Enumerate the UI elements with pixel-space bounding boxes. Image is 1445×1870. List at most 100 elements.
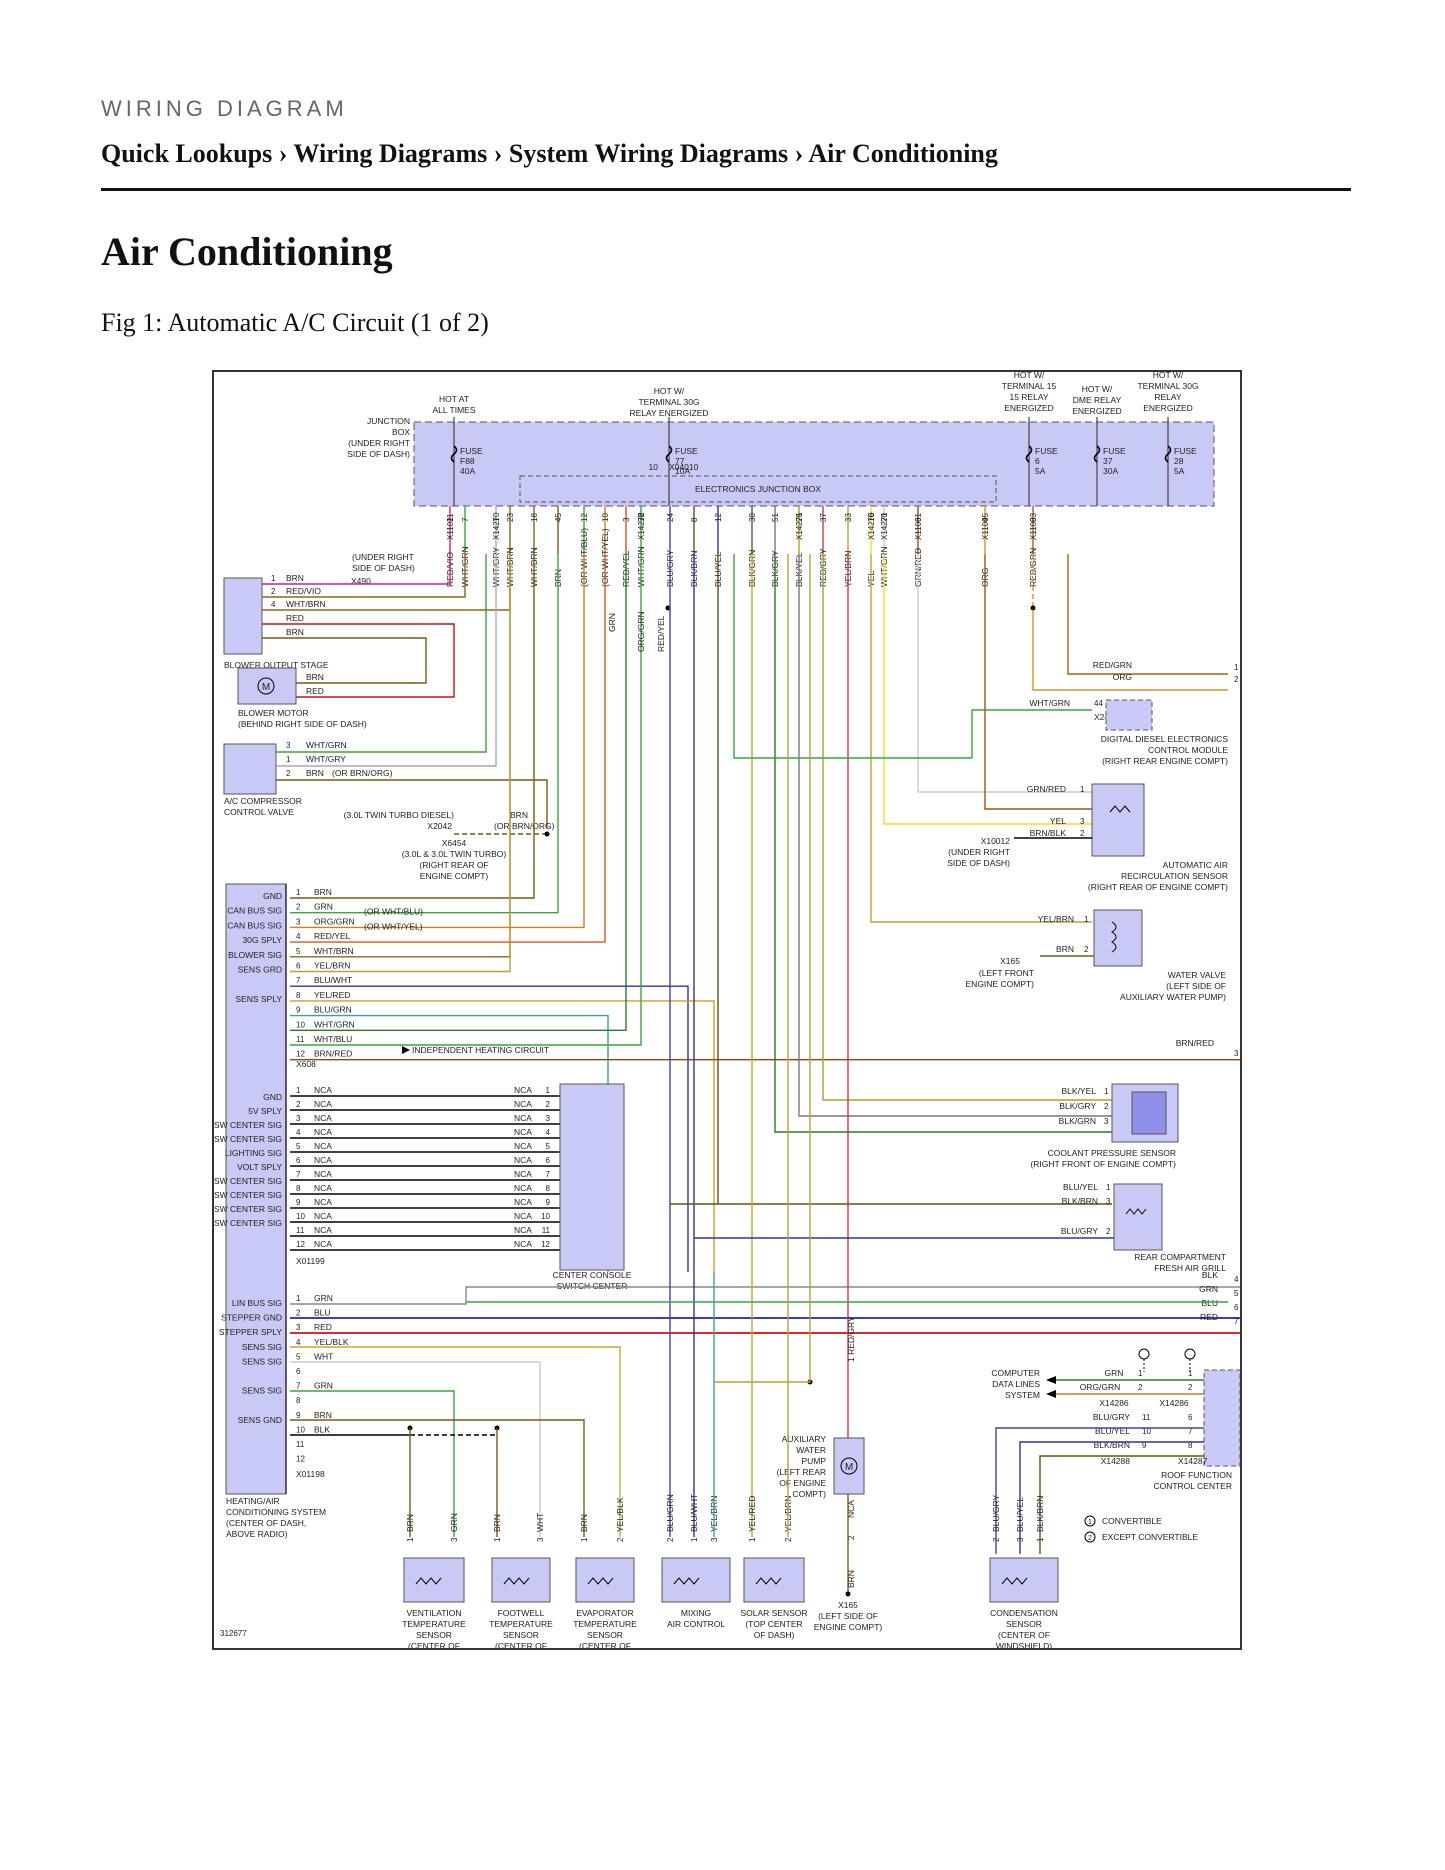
wire-color-label: BRN/BLK	[1030, 828, 1067, 838]
wire	[917, 554, 1092, 793]
pin-number: 12	[296, 1455, 305, 1464]
pin-number: 5	[296, 1352, 301, 1361]
roof-function-control-center-box	[1203, 1369, 1241, 1467]
component-label: DATA LINES	[992, 1379, 1040, 1389]
module-pin-function: STEPPER GND	[221, 1313, 282, 1323]
pin-number: 1	[1084, 915, 1089, 924]
wire-color-label: BRN	[314, 887, 332, 897]
connector-label: X04010	[669, 462, 699, 472]
module-pin-function: SW CENTER SIG	[214, 1218, 282, 1228]
pin-number: 2	[992, 1537, 1001, 1542]
wire-color-label: BLU/YEL	[1095, 1426, 1130, 1436]
component-label: SWITCH CENTER	[557, 1281, 628, 1291]
wire-color-label: RED/GRN	[1093, 660, 1132, 670]
component-label: REAR COMPARTMENT	[1134, 1252, 1226, 1262]
wire-color-label: BRN/RED	[1176, 1038, 1214, 1048]
module-pin-function: SW CENTER SIG	[214, 1134, 282, 1144]
motor-symbol	[257, 677, 275, 695]
connector-note: ENGINE COMPT)	[814, 1622, 883, 1632]
junction-box-label: SIDE OF DASH)	[347, 449, 410, 459]
wire	[984, 554, 1092, 810]
arrow-icon	[402, 1046, 410, 1054]
wire	[290, 1000, 715, 1272]
pin-number: 2	[286, 769, 291, 778]
power-label: ALL TIMES	[433, 405, 476, 415]
wire	[290, 554, 627, 1031]
pin-number: 10	[296, 1020, 305, 1029]
pin-number: 5	[296, 1142, 301, 1151]
arrow-icon	[1046, 1376, 1056, 1384]
module-pin-function: BLOWER SIG	[228, 950, 282, 960]
pin-number: 2	[1188, 1383, 1193, 1392]
ground-symbol	[845, 1591, 851, 1597]
pin-number: 9	[296, 1198, 301, 1207]
wire-color-label: RED/GRN	[1028, 548, 1038, 587]
pin-number: 7	[296, 976, 301, 985]
connector-note: (3.0L & 3.0L TWIN TURBO)	[402, 849, 507, 859]
wire-color-label: BRN	[306, 768, 324, 778]
pin-number: 2	[1084, 945, 1089, 954]
wire-color-label: BRN	[286, 573, 304, 583]
wire	[774, 554, 1112, 1133]
connector-label: X14270	[867, 512, 876, 540]
pin-number: 4	[981, 517, 990, 522]
fuse-label: 30A	[1103, 466, 1118, 476]
wire	[290, 554, 642, 1046]
breadcrumb[interactable]: Quick Lookups › Wiring Diagrams › System…	[101, 139, 998, 168]
fuse-label: FUSE	[1035, 446, 1058, 456]
pin-number: 11	[296, 1035, 305, 1044]
wire-color-label: NCA	[514, 1239, 532, 1249]
wire-color-label: RED/YEL	[314, 931, 351, 941]
module-pin-function: SENS SIG	[242, 1386, 282, 1396]
sensor-box	[403, 1557, 465, 1603]
component-label: COMPUTER	[991, 1368, 1040, 1378]
power-label: ENERGIZED	[1143, 403, 1193, 413]
fuse-label: F88	[460, 456, 475, 466]
wire-color-label: BLU/YEL	[1063, 1182, 1098, 1192]
water-valve-box	[1093, 909, 1143, 967]
wire	[290, 554, 535, 899]
component-label: SENSOR	[587, 1630, 623, 1640]
pin-number: 3	[286, 741, 291, 750]
pin-number: 1	[296, 1086, 301, 1095]
component-label: RECIRCULATION SENSOR	[1121, 871, 1228, 881]
wire-color-label: YEL/BLK	[615, 1497, 625, 1532]
pin-number: 2	[446, 517, 455, 522]
module-pin-function: 30G SPLY	[242, 935, 282, 945]
resistor-symbol	[587, 1577, 614, 1585]
wire-color-label: BLU/GRN	[314, 1005, 352, 1015]
pin-number: 2	[1104, 1102, 1109, 1111]
wire	[290, 554, 606, 943]
pin-number: 18	[530, 513, 539, 522]
module-pin-function: SW CENTER SIG	[214, 1190, 282, 1200]
wiring-diagram: ELECTRONICS JUNCTION BOXJUNCTIONBOX(UNDE…	[214, 370, 1241, 1662]
component-label: BLOWER MOTOR	[238, 708, 309, 718]
wire-color-label: BLK	[314, 1424, 330, 1434]
wire	[290, 1390, 455, 1537]
resistor-symbol	[1125, 1208, 1147, 1215]
wire-color-label: ORG/GRN	[314, 916, 355, 926]
wire-color-label: NCA	[314, 1169, 332, 1179]
pin-number: 10	[601, 513, 610, 522]
pin-number: 3	[1234, 1049, 1239, 1058]
wire-color-label: BLK/GRN	[1059, 1116, 1096, 1126]
wire-color-label: NCA	[514, 1169, 532, 1179]
component-label: CENTER CONSOLE	[553, 1270, 632, 1280]
wire-color-label: BRN	[314, 1410, 332, 1420]
legend-number: 1	[1088, 1519, 1092, 1526]
pin-number: 1	[492, 517, 501, 522]
pin-number: 2	[296, 1309, 301, 1318]
splice-dot	[544, 831, 550, 837]
junction-box-label: BOX	[392, 427, 410, 437]
wire-color-label: BRN	[1056, 944, 1074, 954]
component-label: EVAPORATOR	[576, 1608, 634, 1618]
connector-note: SIDE OF DASH)	[947, 858, 1010, 868]
component-label: (LEFT SIDE OF	[1166, 981, 1226, 991]
sensor-element	[1131, 1091, 1167, 1135]
pin-number: 1	[286, 755, 291, 764]
connector-label: X14286	[1159, 1398, 1189, 1408]
blower-motor-box	[237, 667, 297, 705]
wire-color-label: YEL/BLK	[314, 1337, 349, 1347]
wire-color-label: BRN	[846, 1570, 856, 1588]
module-pin-function: SW CENTER SIG	[214, 1204, 282, 1214]
